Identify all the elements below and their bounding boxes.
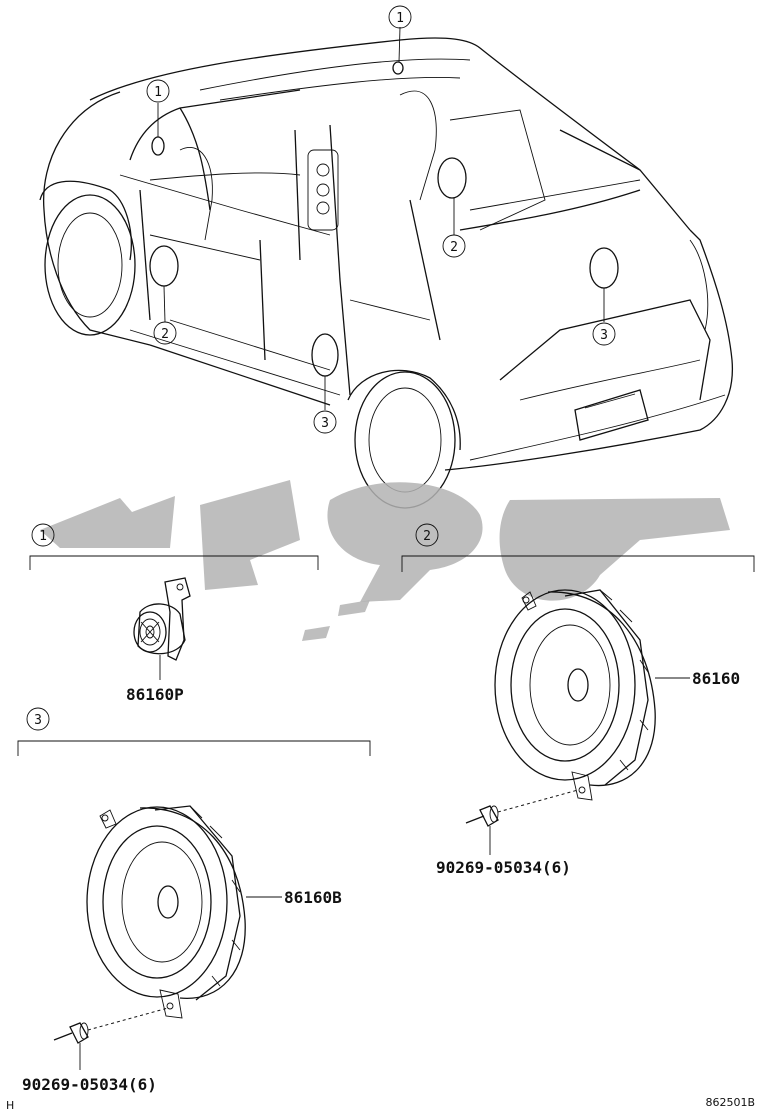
front-speaker-86160 [494,589,690,801]
part-number-screw-rear: 90269-05034(6) [22,1075,157,1094]
part-number-tweeter: 86160P [126,685,184,704]
car-callout-2a: 2 [153,321,177,345]
screw-rear [53,1007,169,1070]
section-2-callout: 2 [423,529,431,544]
car-callout-3b: 3 [592,322,616,346]
callout-label: 3 [321,416,329,431]
screw-front [465,789,579,855]
callout-label: 2 [450,240,458,255]
callout-label: 3 [600,328,608,343]
car-callout-2b: 2 [442,234,466,258]
car-callout-1b: 1 [388,5,412,29]
callout-label: 1 [396,11,404,26]
callout-label: 2 [161,327,169,342]
footer-mark: H [6,1099,14,1112]
car-illustration [39,26,734,509]
part-number-screw-front: 90269-05034(6) [436,858,571,877]
callout-label: 1 [154,85,162,100]
section-1-header: 1 [29,523,319,570]
car-callout-3a: 3 [313,410,337,434]
section-3-header: 3 [17,707,371,756]
part-number-front-speaker: 86160 [692,669,740,688]
section-3-callout: 3 [34,713,42,728]
diagram-code: 862501B [705,1096,755,1109]
section-2-header: 2 [401,523,755,572]
car-callout-1a: 1 [146,79,170,103]
section-1-callout: 1 [39,529,47,544]
rear-speaker-86160b [86,805,282,1019]
watermark-logo [40,480,730,641]
part-number-rear-speaker: 86160B [284,888,342,907]
tweeter-86160p [133,577,191,680]
